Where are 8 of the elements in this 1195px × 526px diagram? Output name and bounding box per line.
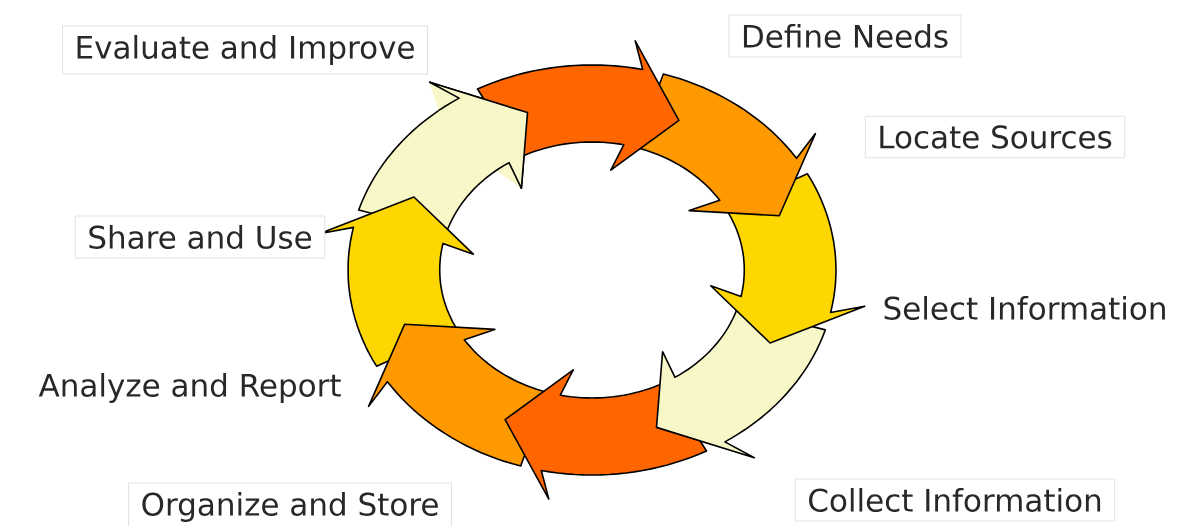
step-label: Define Needs — [728, 14, 962, 58]
step-label: Organize and Store — [128, 482, 452, 526]
step-label: Analyze and Report — [26, 364, 354, 412]
step-label: Evaluate and Improve — [62, 25, 428, 75]
step-label: Share and Use — [74, 215, 326, 259]
step-label: Locate Sources — [864, 115, 1126, 159]
step-label: Collect Information — [794, 478, 1116, 522]
step-label: Select Information — [870, 287, 1180, 329]
